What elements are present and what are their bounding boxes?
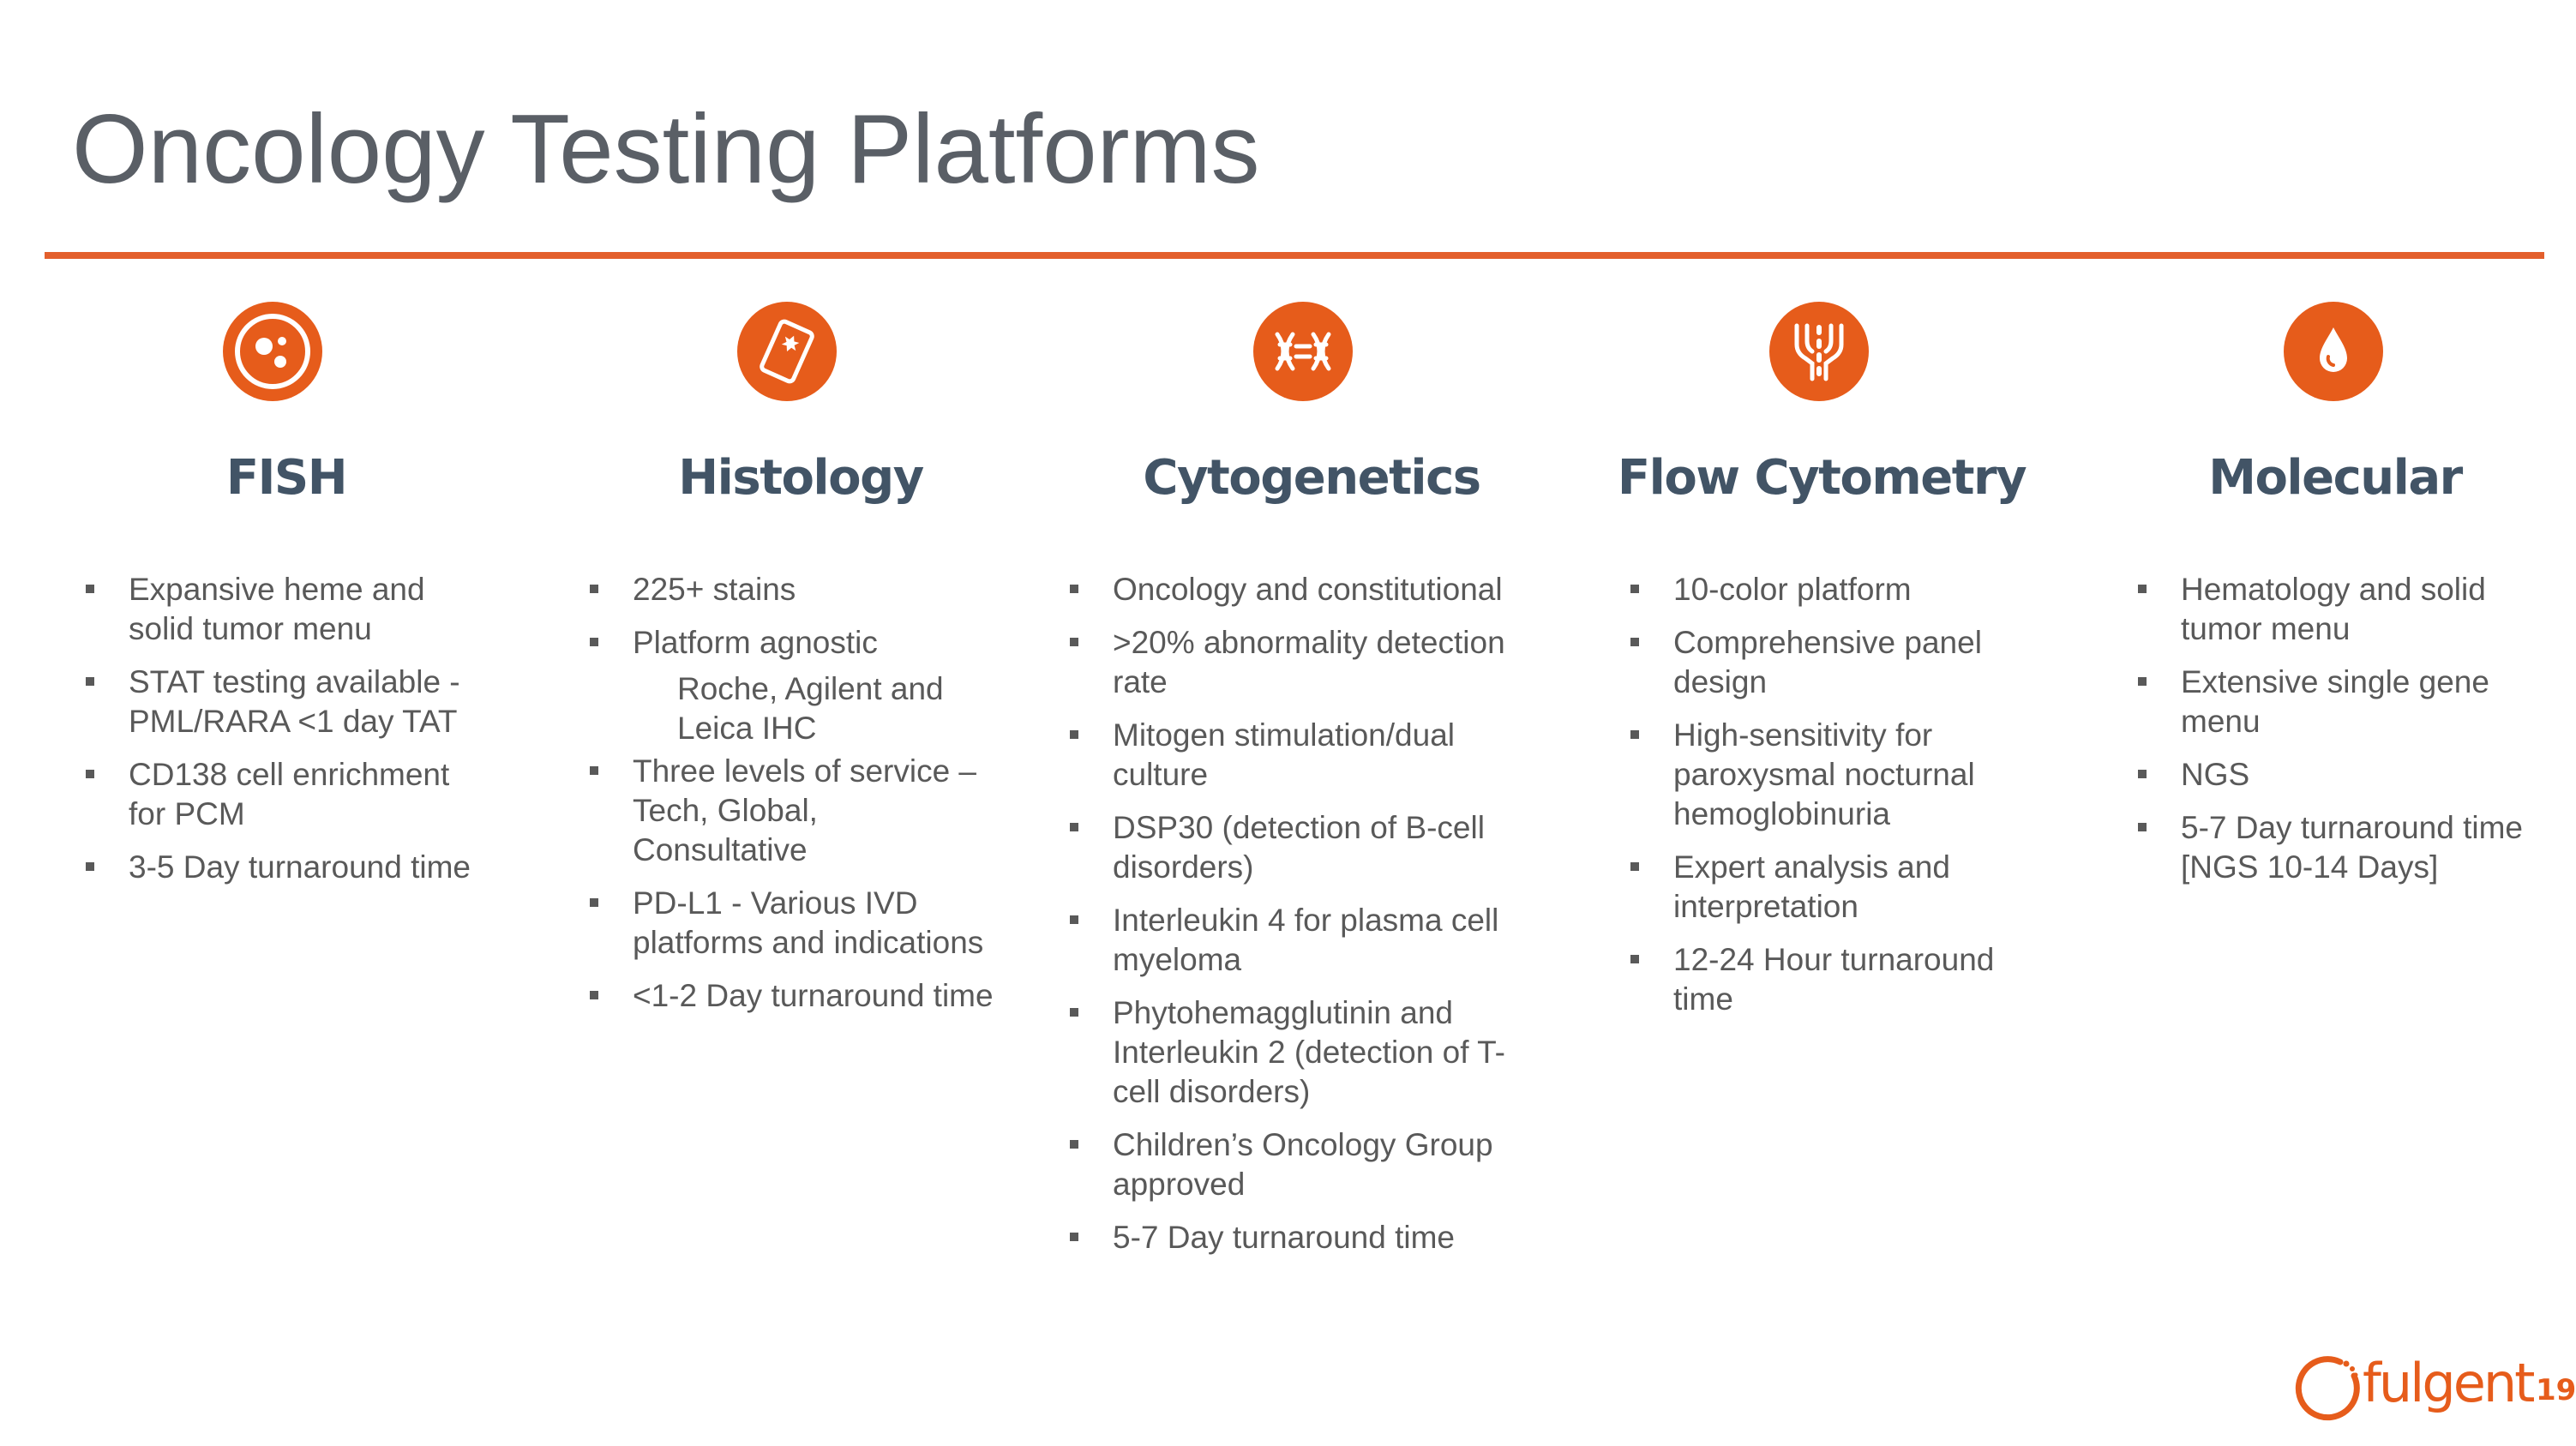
list-item: Three levels of service – Tech, Global, … bbox=[586, 752, 998, 870]
logo-wordmark: fulgent bbox=[2363, 1352, 2535, 1414]
column-title-fish: FISH bbox=[225, 450, 348, 506]
list-item: Extensive single gene menu bbox=[2135, 663, 2537, 741]
list-item: 5-7 Day turnaround time [NGS 10-14 Days] bbox=[2135, 808, 2537, 887]
list-item: 10-color platform bbox=[1627, 570, 2030, 609]
slide-title: Oncology Testing Platforms bbox=[72, 95, 1260, 204]
droplet-icon bbox=[2284, 302, 2383, 401]
list-item: 225+ stains bbox=[586, 570, 998, 609]
list-item: Phytohemagglutinin and Interleukin 2 (de… bbox=[1066, 993, 1512, 1112]
list-item: PD-L1 - Various IVD platforms and indica… bbox=[586, 884, 998, 963]
list-item: CD138 cell enrichment for PCM bbox=[82, 755, 485, 834]
fish-feature-list: Expansive heme and solid tumor menu STAT… bbox=[82, 570, 485, 901]
fulgent-ring-logo-icon bbox=[2295, 1356, 2360, 1421]
list-item: Oncology and constitutional bbox=[1066, 570, 1512, 609]
list-item: 5-7 Day turnaround time bbox=[1066, 1218, 1512, 1257]
flow-channels-icon bbox=[1769, 302, 1869, 401]
cell-icon bbox=[223, 302, 322, 401]
cytogenetics-feature-list: Oncology and constitutional >20% abnorma… bbox=[1066, 570, 1512, 1271]
list-subitem: Roche, Agilent and Leica IHC bbox=[677, 671, 944, 746]
slide-icon bbox=[737, 302, 837, 401]
molecular-feature-list: Hematology and solid tumor menu Extensiv… bbox=[2135, 570, 2537, 901]
chromosome-icon bbox=[1253, 302, 1353, 401]
column-title-flow-cytometry: Flow Cytometry bbox=[1617, 450, 2027, 506]
list-item: Expert analysis and interpretation bbox=[1627, 848, 2030, 927]
list-item: DSP30 (detection of B-cell disorders) bbox=[1066, 808, 1512, 887]
list-item: Platform agnostic bbox=[586, 623, 998, 663]
list-item: Mitogen stimulation/dual culture bbox=[1066, 716, 1512, 795]
list-item: Expansive heme and solid tumor menu bbox=[82, 570, 485, 649]
list-item: 3-5 Day turnaround time bbox=[82, 848, 485, 887]
list-item: NGS bbox=[2135, 755, 2537, 795]
list-item: High-sensitivity for paroxysmal nocturna… bbox=[1627, 716, 2030, 834]
flow-cytometry-feature-list: 10-color platform Comprehensive panel de… bbox=[1627, 570, 2030, 1033]
list-item: Comprehensive panel design bbox=[1627, 623, 2030, 702]
column-title-histology: Histology bbox=[678, 450, 924, 506]
column-title-cytogenetics: Cytogenetics bbox=[1143, 450, 1481, 506]
list-item: >20% abnormality detection rate bbox=[1066, 623, 1512, 702]
fulgent-logo: fulgent bbox=[2289, 1350, 2535, 1427]
list-item: 12-24 Hour turnaround time bbox=[1627, 940, 2030, 1019]
list-item: Hematology and solid tumor menu bbox=[2135, 570, 2537, 649]
column-title-molecular: Molecular bbox=[2208, 450, 2463, 506]
title-divider bbox=[45, 252, 2544, 259]
page-number: 19 bbox=[2536, 1373, 2576, 1407]
list-item: STAT testing available - PML/RARA <1 day… bbox=[82, 663, 485, 741]
list-item: Children’s Oncology Group approved bbox=[1066, 1125, 1512, 1204]
histology-feature-list: 225+ stains Platform agnostic Roche, Agi… bbox=[586, 570, 998, 1029]
list-item: Interleukin 4 for plasma cell myeloma bbox=[1066, 901, 1512, 980]
list-item: <1-2 Day turnaround time bbox=[586, 976, 998, 1016]
